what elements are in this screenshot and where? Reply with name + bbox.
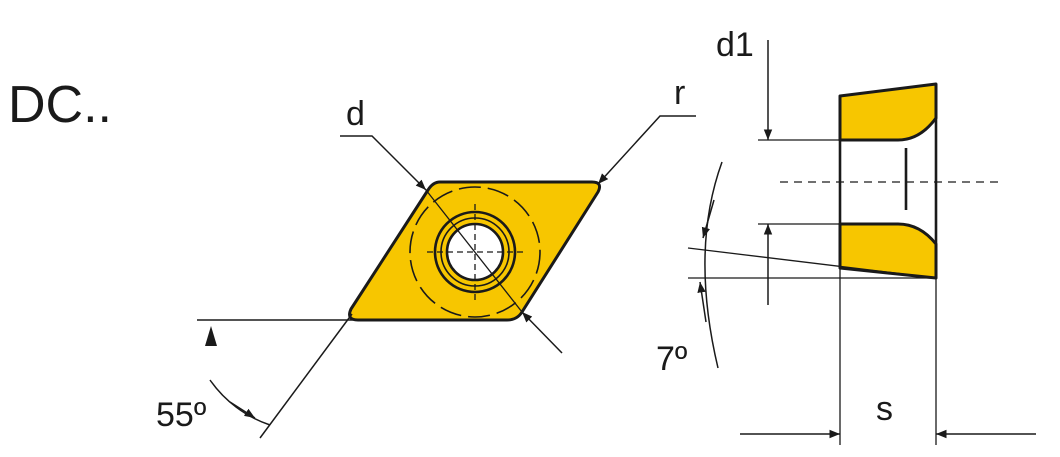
angle-7-dimension: 7º	[656, 161, 937, 378]
d-label: d	[346, 95, 365, 133]
angle-55-dimension: 55º	[156, 313, 355, 439]
r-dimension: r	[597, 74, 696, 185]
side-lower-section	[838, 222, 938, 280]
d-dimension: d	[340, 95, 563, 354]
s-label: s	[876, 390, 893, 428]
insert-side-view	[780, 82, 1000, 280]
angle-7-label: 7º	[656, 340, 687, 378]
s-dimension: s	[740, 268, 1036, 445]
inscribed-circle	[409, 186, 541, 318]
series-code: DC..	[8, 76, 112, 134]
d1-dimension: d1	[716, 26, 840, 305]
r-label: r	[674, 74, 685, 112]
side-upper-section	[838, 82, 938, 142]
d1-label: d1	[716, 26, 754, 64]
angle-55-label: 55º	[156, 396, 206, 434]
